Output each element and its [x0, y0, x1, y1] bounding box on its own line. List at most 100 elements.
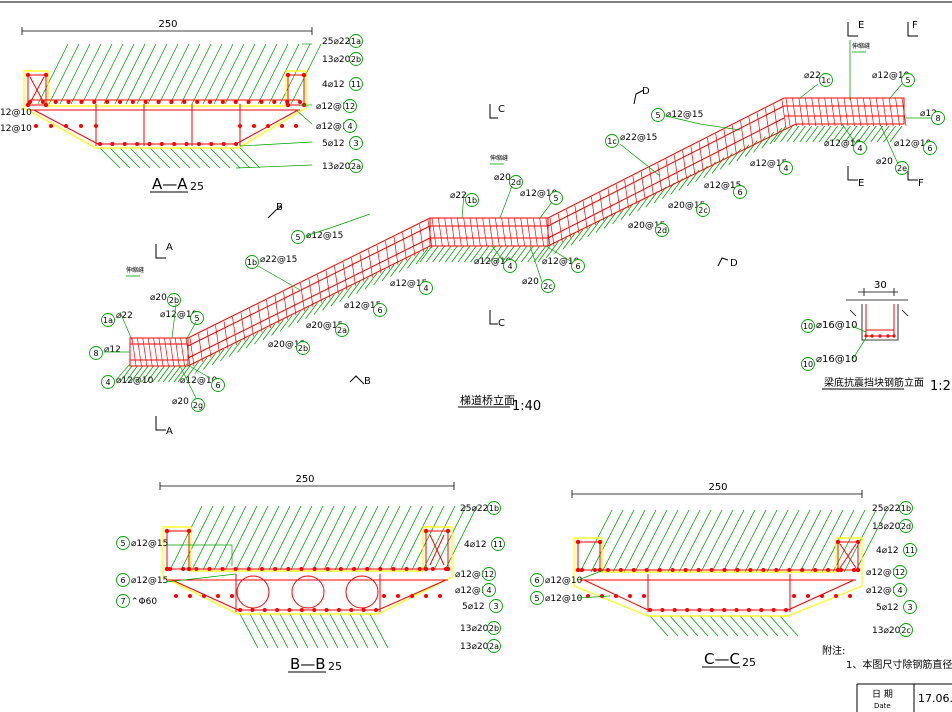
el-callout-2bb: 2b	[296, 341, 310, 355]
stirrup-hatch-line	[444, 505, 478, 571]
callout-circle	[296, 341, 310, 355]
rebar-dot	[424, 594, 428, 598]
stirrup-hatch-line	[426, 245, 439, 263]
stirrup-hatch-line	[279, 505, 313, 571]
bb-title: B—B	[290, 655, 326, 673]
callout-circle	[116, 573, 130, 587]
stirrup-tick	[856, 97, 862, 127]
stirrup-hatch-line	[235, 505, 269, 571]
detail: 30 梁底抗震挡块钢筋立面 1:2	[822, 280, 951, 394]
leader-line	[799, 83, 819, 99]
rebar-dot	[43, 72, 49, 78]
stirrup-tick	[223, 321, 229, 350]
callout-number: 2b	[298, 344, 308, 353]
stirrup-hatch-line	[661, 182, 675, 200]
callout-circle	[349, 52, 363, 66]
rebar-dot	[575, 567, 581, 573]
stirrup-hatch-line	[659, 615, 679, 637]
leader-line	[239, 141, 313, 147]
rebar-dot	[266, 124, 270, 128]
rebar-dot	[207, 567, 212, 571]
callout-circle	[895, 161, 909, 175]
rebar-dot	[262, 608, 267, 612]
stirrup-hatch-line	[213, 505, 247, 571]
stirrup-tick	[513, 217, 519, 247]
stirrup-tick	[300, 283, 305, 312]
rebar-dot	[169, 100, 174, 104]
stirrup-hatch-line	[168, 365, 181, 383]
callout-number: 12	[345, 102, 355, 111]
stirrup-hatch-line	[345, 505, 379, 571]
stirrup-hatch-line	[415, 247, 429, 265]
rebar-dot	[445, 528, 451, 534]
stirrup-hatch-line	[139, 147, 161, 169]
rebar-dot	[233, 567, 238, 571]
stirrup-hatch-line	[254, 327, 267, 345]
stirrup-hatch-line	[554, 237, 567, 254]
callout-circle	[349, 77, 363, 91]
rebar-dot	[325, 567, 330, 571]
callout-number: 5	[553, 194, 558, 203]
callout-number: 2c	[698, 206, 708, 215]
callout-circle	[899, 623, 913, 637]
rebar-dot	[252, 124, 256, 128]
stirrup-hatch-line	[347, 281, 361, 298]
rebar-dot	[194, 567, 199, 571]
bb-dimension-text: 250	[295, 474, 314, 485]
bb-callout-5: 5	[116, 536, 130, 550]
callout-number: 6	[120, 576, 125, 585]
bb-concrete-outline	[162, 526, 453, 615]
stirrup-tick	[817, 97, 823, 127]
stirrup-hatch-line	[389, 505, 423, 571]
el-callout-2dd: 2d	[655, 223, 669, 237]
rebar-dot	[826, 568, 831, 572]
callout-circle	[167, 293, 181, 307]
stirrup-hatch-line	[844, 125, 858, 143]
cc-callout-11: 11	[903, 543, 917, 557]
stirrup-hatch-line	[373, 268, 386, 286]
stirrup-hatch-line	[173, 365, 187, 383]
rebar-dot	[657, 568, 662, 572]
aa-callout-2a-spec: 13⌀20	[322, 162, 351, 172]
rebar-dot	[835, 567, 841, 573]
stirrup-tick	[137, 337, 142, 367]
stirrup-hatch-line	[722, 509, 756, 573]
callout-circle	[571, 259, 585, 273]
cc-rebar-dots	[575, 539, 861, 612]
el-callout-1cd-spec: ⌀22@15	[620, 133, 657, 143]
rebar-dot	[135, 142, 140, 146]
el-callout-1ce: 1c	[819, 73, 833, 87]
stirrup-hatch-line	[152, 365, 165, 383]
stirrup-hatch-line	[162, 365, 176, 383]
callout-circle	[801, 319, 815, 333]
callout-circle	[509, 175, 523, 189]
rebar-dot	[182, 100, 187, 104]
rebar-dot	[294, 124, 298, 128]
stirrup-hatch-line	[579, 509, 613, 573]
callout-circle	[343, 119, 357, 133]
cc-callout-4: 4	[893, 583, 907, 597]
aa-dimension-text: 250	[158, 19, 177, 30]
rebar-dot	[391, 567, 396, 571]
aa-callout-4-spec: ⌀12@10	[316, 122, 354, 132]
callout-circle	[899, 501, 913, 515]
stirrup-tick	[385, 241, 390, 270]
stirrup-hatch-line	[194, 357, 208, 374]
stirrup-tick	[351, 257, 356, 286]
stirrup-hatch-line	[141, 365, 154, 383]
callout-number: 7	[120, 597, 125, 606]
rebar-dot	[438, 594, 442, 598]
rebar-dot	[396, 594, 400, 598]
rebar-dot	[260, 567, 264, 571]
stirrup-hatch-line	[211, 348, 225, 366]
rebar-dot	[806, 594, 810, 598]
stirrup-tick	[731, 125, 737, 154]
stirrup-hatch-line	[203, 353, 216, 370]
detail-dimension-text: 30	[874, 280, 887, 291]
rebar-dot	[79, 124, 83, 128]
el-callout-2dc: 2d	[509, 175, 523, 189]
el-callout-2g-spec: ⌀20	[172, 397, 189, 407]
callout-number: 11	[493, 540, 503, 549]
stirrup-hatch-line	[889, 125, 903, 143]
